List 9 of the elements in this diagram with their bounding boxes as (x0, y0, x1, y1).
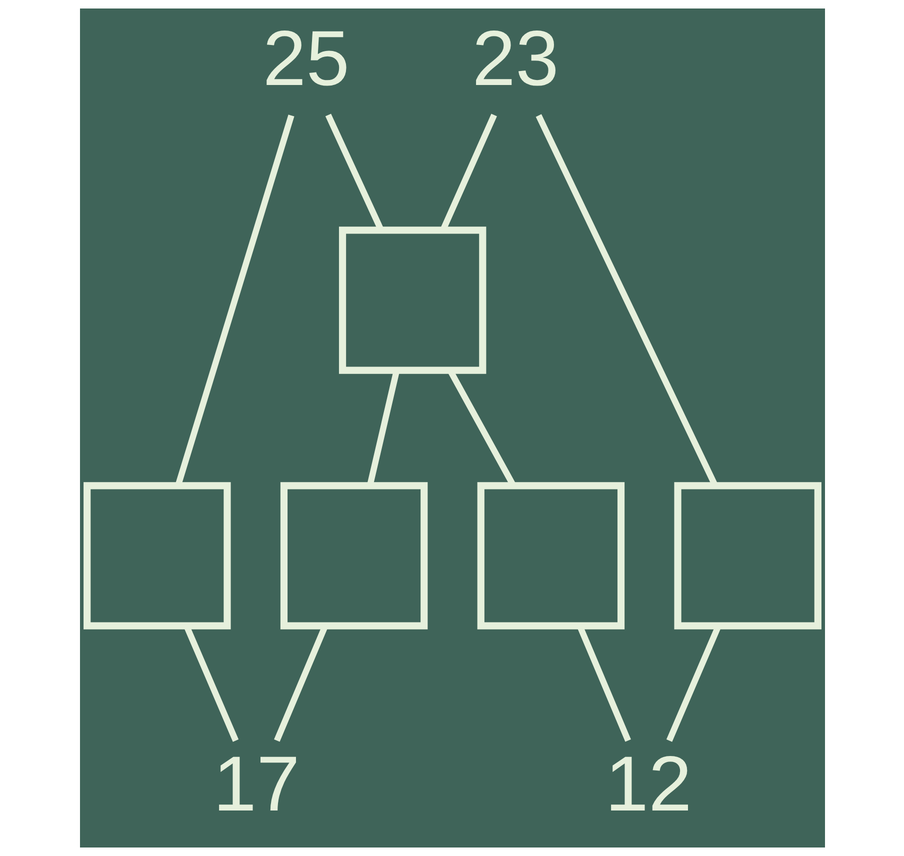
node-text: 17 (212, 740, 300, 828)
node-box (476, 482, 624, 630)
node-text: 25 (262, 14, 350, 102)
node-box (280, 482, 428, 630)
node-box (674, 482, 821, 630)
node-box (83, 482, 230, 630)
node-text: 23 (472, 14, 558, 102)
node-text: 12 (604, 740, 692, 828)
node-box (338, 226, 486, 374)
